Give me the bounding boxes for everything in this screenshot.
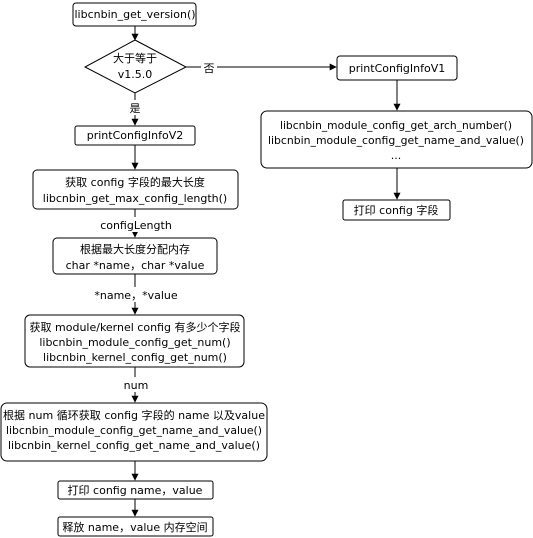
label-print-v1: printConfigInfoV1 bbox=[349, 62, 445, 75]
label-get-num-line1: 获取 module/kernel config 有多少个字段 bbox=[30, 320, 241, 334]
label-print-fields: 打印 config 字段 bbox=[354, 203, 439, 217]
label-decision-line2: v1.5.0 bbox=[118, 68, 153, 81]
label-get-max-len-line2: libcnbin_get_max_config_length() bbox=[43, 192, 227, 205]
node-free bbox=[57, 516, 214, 537]
label-free: 释放 name，value 内存空间 bbox=[62, 520, 207, 534]
label-loop-line3: libcnbin_kernel_config_get_name_and_valu… bbox=[8, 439, 260, 452]
label-get-max-len-line1: 获取 config 字段的最大长度 bbox=[65, 175, 205, 189]
label-v1-calls-line2: libcnbin_module_config_get_name_and_valu… bbox=[268, 134, 524, 147]
label-alloc-line1: 根据最大长度分配内存 bbox=[80, 242, 190, 256]
label-v1-calls-line1: libcnbin_module_config_get_arch_number() bbox=[280, 119, 512, 132]
label-alloc-line2: char *name，char *value bbox=[66, 259, 205, 272]
label-get-version: libcnbin_get_version() bbox=[74, 8, 195, 21]
edge-label-config-length: configLength bbox=[100, 219, 172, 232]
edge-label-no: 否 bbox=[204, 62, 215, 75]
node-print-fields bbox=[342, 199, 451, 221]
node-decision bbox=[83, 39, 188, 94]
node-print-name-value bbox=[57, 480, 214, 500]
node-print-v1 bbox=[336, 55, 458, 81]
edge-label-yes: 是 bbox=[130, 102, 141, 115]
label-loop-line1: 根据 num 循环获取 config 字段的 name 以及value bbox=[3, 408, 265, 422]
label-v1-calls-line3: ... bbox=[391, 149, 402, 162]
node-get-max-len bbox=[32, 169, 239, 210]
label-print-name-value: 打印 config name，value bbox=[68, 483, 203, 497]
node-print-v2 bbox=[74, 125, 196, 146]
node-alloc bbox=[52, 237, 218, 275]
label-get-num-line3: libcnbin_kernel_config_get_num() bbox=[43, 351, 227, 364]
edge-label-name-value: *name，*value bbox=[94, 289, 177, 302]
node-v1-calls bbox=[260, 110, 533, 169]
edge-label-num: num bbox=[124, 379, 149, 392]
label-decision-line1: 大于等于 bbox=[113, 51, 157, 65]
node-get-num bbox=[24, 314, 245, 368]
label-get-num-line2: libcnbin_module_config_get_num() bbox=[39, 336, 230, 349]
label-loop-line2: libcnbin_module_config_get_name_and_valu… bbox=[6, 424, 262, 437]
node-get-version bbox=[72, 2, 197, 27]
label-print-v2: printConfigInfoV2 bbox=[87, 129, 183, 142]
node-loop bbox=[0, 402, 268, 462]
